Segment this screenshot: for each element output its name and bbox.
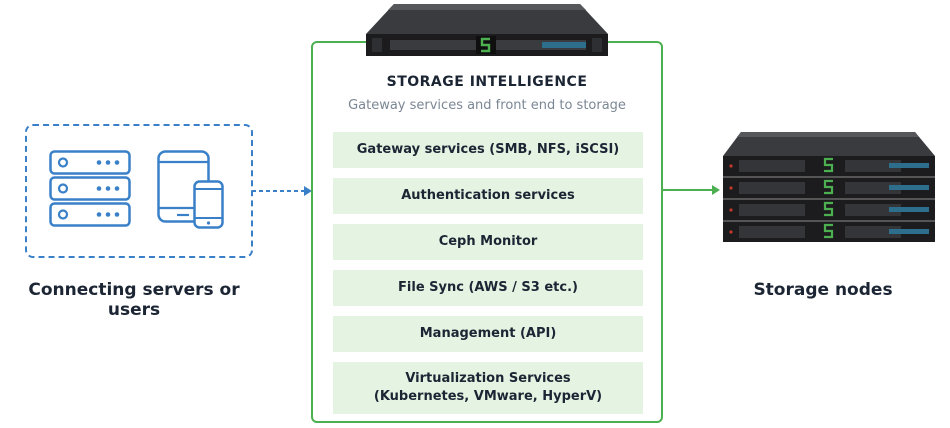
phone-icon — [193, 180, 224, 229]
storage-nodes-icon — [723, 132, 935, 242]
storage-intelligence-panel: STORAGE INTELLIGENCE Gateway services an… — [311, 41, 663, 423]
server-rack-icon — [49, 150, 131, 227]
client-label: Connecting servers or users — [28, 280, 240, 320]
service-file-sync: File Sync (AWS / S3 etc.) — [333, 270, 643, 306]
client-group-box — [25, 124, 253, 258]
service-authentication: Authentication services — [333, 178, 643, 214]
service-management: Management (API) — [333, 316, 643, 352]
service-gateway: Gateway services (SMB, NFS, iSCSI) — [333, 132, 643, 168]
panel-title: STORAGE INTELLIGENCE — [386, 74, 588, 90]
gateway-server-icon — [366, 4, 608, 56]
panel-subtitle: Gateway services and front end to storag… — [348, 98, 626, 113]
panel-to-storage-arrow — [662, 185, 720, 195]
client-to-panel-arrow — [252, 186, 312, 196]
storage-label: Storage nodes — [753, 280, 893, 300]
service-virtualization: Virtualization Services (Kubernetes, VMw… — [333, 362, 643, 414]
service-ceph-monitor: Ceph Monitor — [333, 224, 643, 260]
service-list: Gateway services (SMB, NFS, iSCSI) Authe… — [333, 132, 643, 424]
